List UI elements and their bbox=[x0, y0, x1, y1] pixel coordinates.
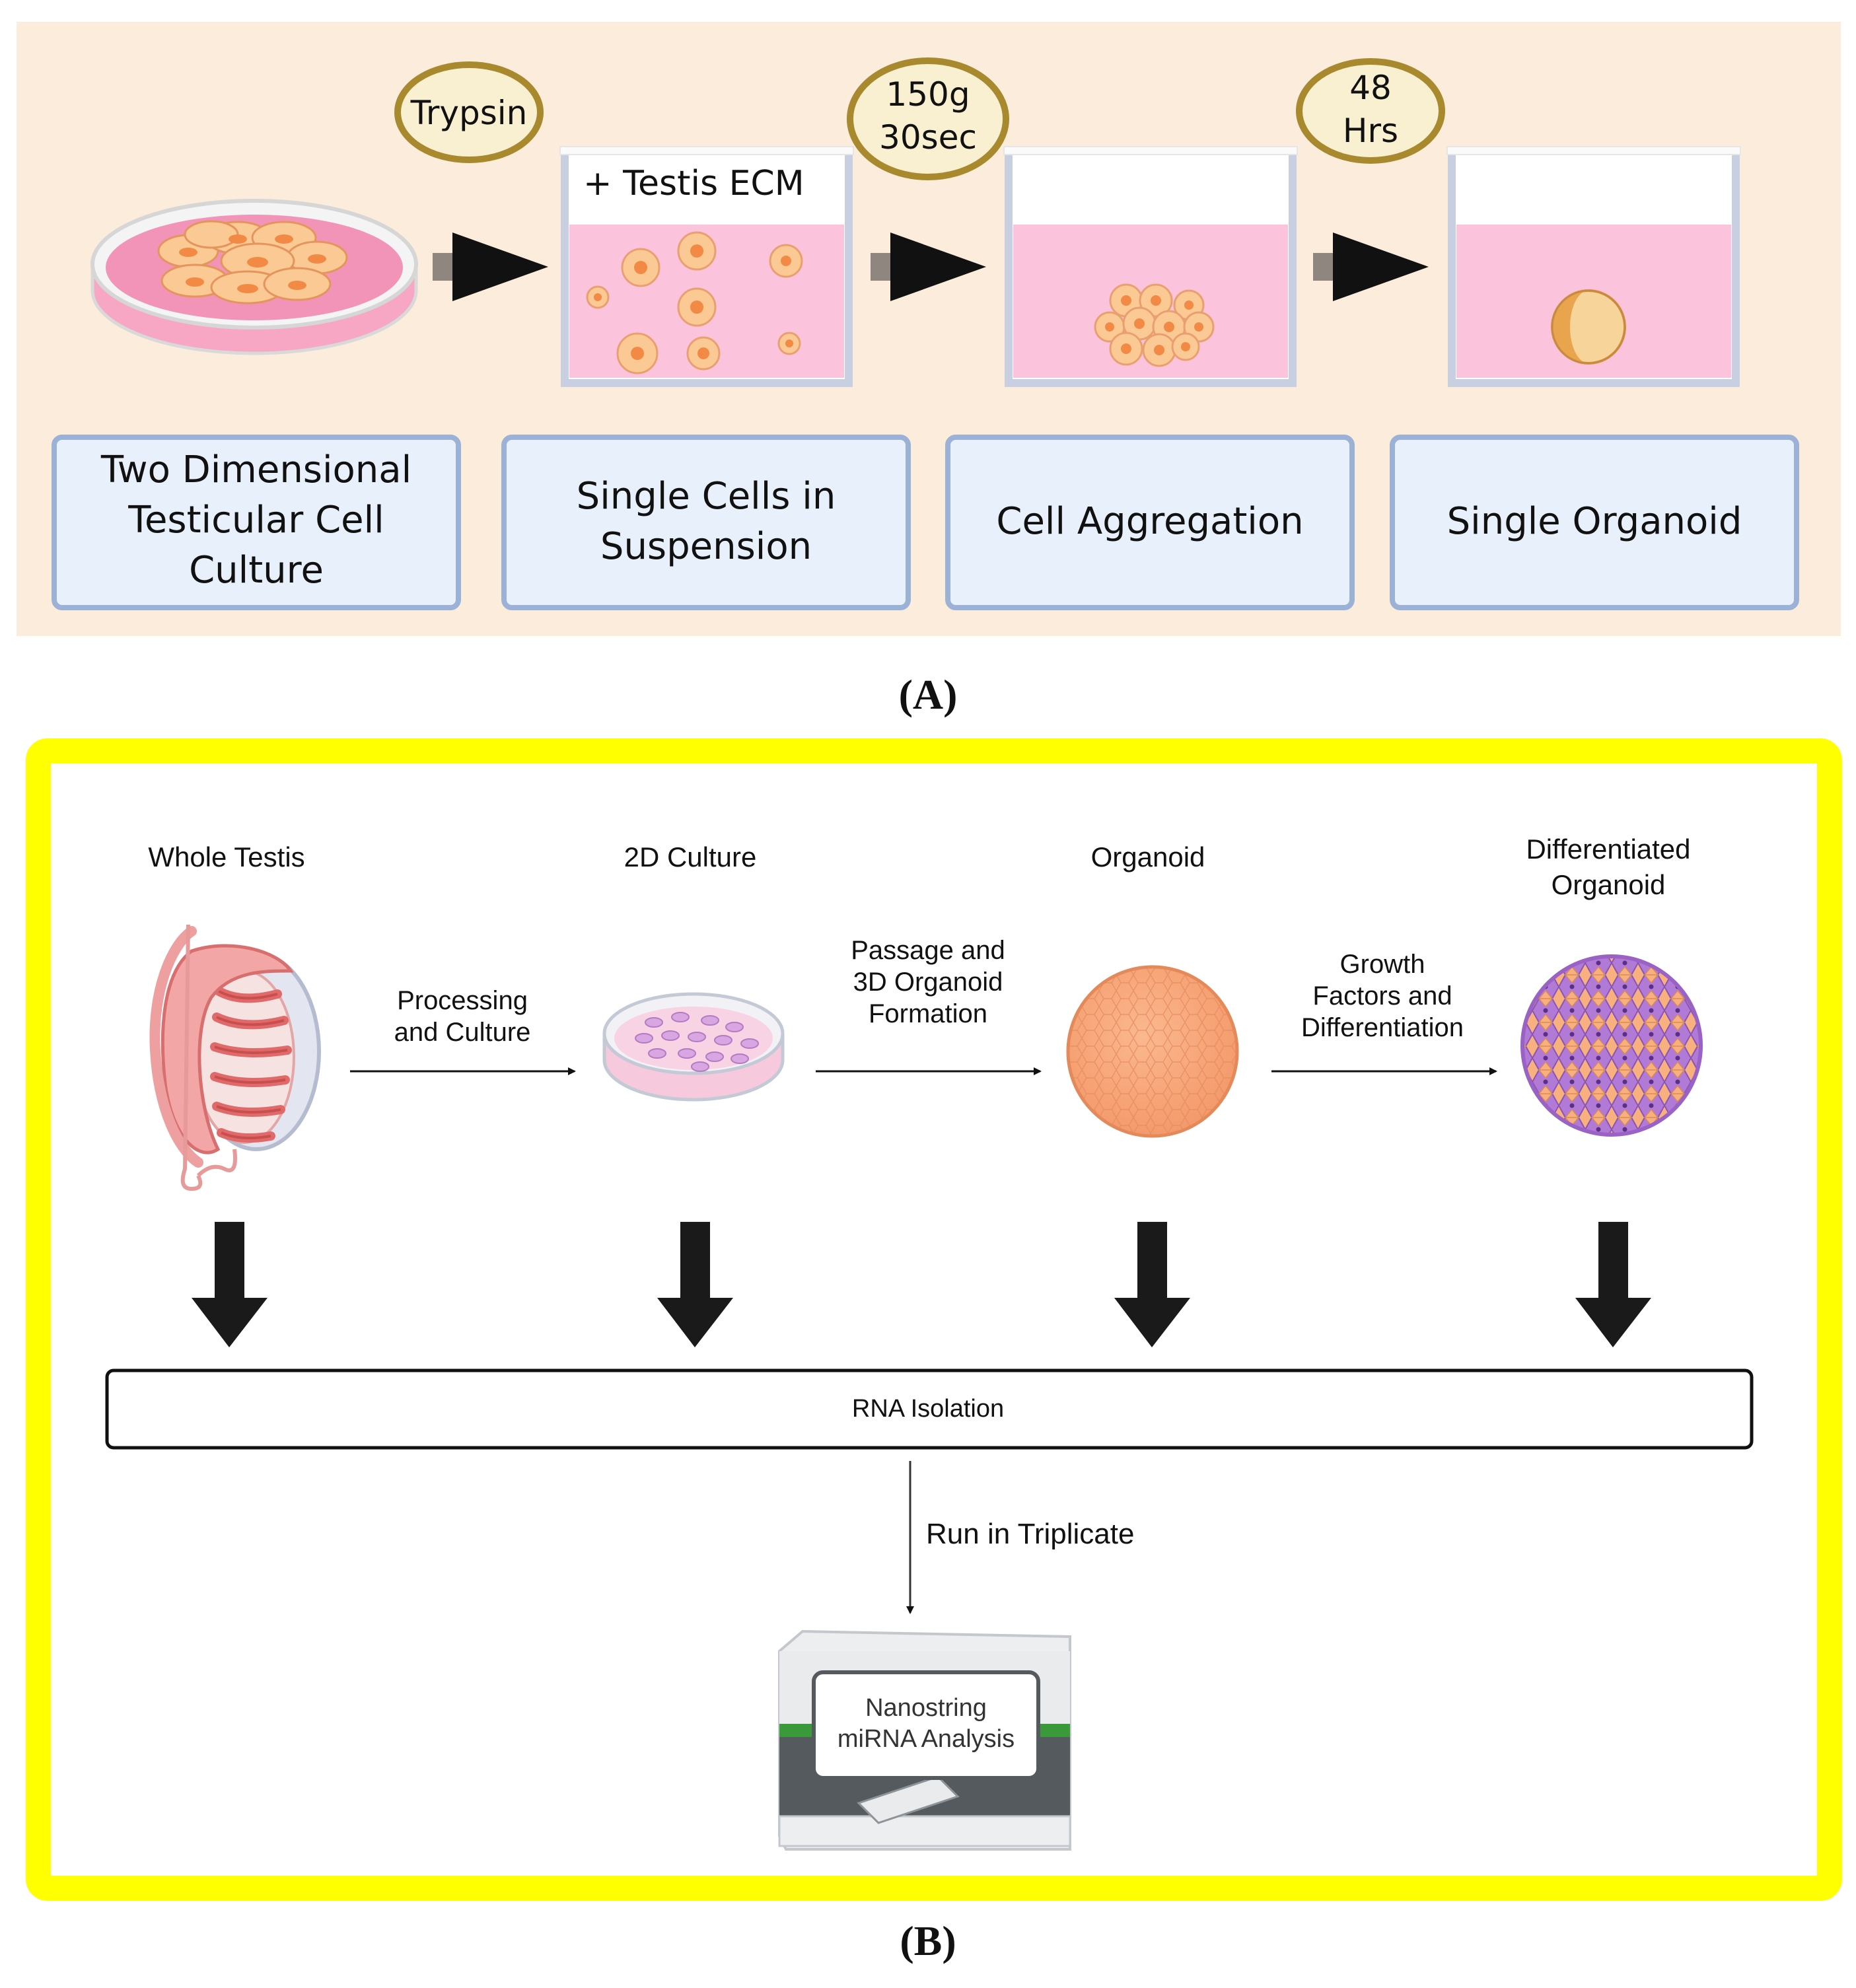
svg-text:3D Organoid: 3D Organoid bbox=[853, 968, 1003, 997]
transition-label-processing: Processing and Culture bbox=[394, 986, 531, 1047]
rna-isolation-label: RNA Isolation bbox=[852, 1395, 1004, 1423]
svg-text:Suspension: Suspension bbox=[600, 525, 812, 568]
rna-isolation-box bbox=[105, 1368, 1754, 1450]
petri-dish-2d-culture bbox=[90, 199, 418, 355]
beaker-label: + Testis ECM bbox=[583, 164, 804, 203]
panel-b-frame bbox=[26, 738, 1842, 1901]
beaker-cell-aggregation bbox=[1003, 146, 1298, 387]
badge-centrifuge: 150g 30sec bbox=[847, 57, 1009, 180]
stage-box-single-organoid: Single Organoid bbox=[1390, 435, 1799, 610]
stage-title-organoid: Organoid bbox=[1091, 841, 1205, 872]
svg-text:Culture: Culture bbox=[189, 549, 324, 592]
svg-text:48: 48 bbox=[1349, 69, 1392, 107]
differentiated-organoid-illustration bbox=[1520, 954, 1703, 1137]
down-arrow-3 bbox=[1114, 1222, 1190, 1347]
culture-dish-illustration bbox=[602, 992, 785, 1102]
svg-text:150g: 150g bbox=[886, 75, 970, 114]
down-arrow-1 bbox=[192, 1222, 268, 1347]
stage-title-2d-culture: 2D Culture bbox=[624, 841, 757, 872]
stage-title-differentiated-line2: Organoid bbox=[1552, 869, 1666, 900]
arrow-step-1 bbox=[433, 232, 548, 301]
svg-text:Single Cells in: Single Cells in bbox=[577, 475, 836, 518]
run-label: Run in Triplicate bbox=[926, 1518, 1134, 1550]
down-arrow-4 bbox=[1575, 1222, 1651, 1347]
panel-a-label: (A) bbox=[899, 671, 958, 718]
stage-box-single-cells: Single Cells in Suspension bbox=[501, 435, 911, 610]
badge-trypsin: Trypsin bbox=[394, 61, 544, 163]
stage-title-whole-testis: Whole Testis bbox=[148, 841, 304, 872]
arrow-step-3 bbox=[1313, 232, 1429, 301]
down-arrow-2 bbox=[657, 1222, 733, 1347]
svg-text:Cell Aggregation: Cell Aggregation bbox=[996, 500, 1303, 543]
testis-illustration bbox=[149, 924, 321, 1191]
svg-text:miRNA Analysis: miRNA Analysis bbox=[838, 1725, 1015, 1753]
svg-text:Formation: Formation bbox=[869, 999, 987, 1028]
svg-text:Single Organoid: Single Organoid bbox=[1447, 500, 1742, 543]
svg-text:Factors and: Factors and bbox=[1312, 981, 1452, 1011]
nanostring-machine-illustration: Nanostring miRNA Analysis bbox=[778, 1629, 1071, 1851]
stage-title-differentiated-line1: Differentiated bbox=[1526, 834, 1690, 865]
svg-text:30sec: 30sec bbox=[879, 118, 977, 157]
svg-text:Trypsin: Trypsin bbox=[410, 94, 528, 132]
svg-text:Growth: Growth bbox=[1340, 950, 1425, 979]
arrow-step-2 bbox=[871, 232, 986, 301]
svg-text:Differentiation: Differentiation bbox=[1301, 1013, 1464, 1042]
svg-text:Nanostring: Nanostring bbox=[865, 1694, 987, 1722]
transition-label-passage: Passage and 3D Organoid Formation bbox=[851, 936, 1005, 1028]
svg-text:Two Dimensional: Two Dimensional bbox=[100, 448, 411, 491]
svg-text:Processing: Processing bbox=[397, 986, 528, 1015]
organoid-illustration bbox=[1066, 965, 1239, 1138]
svg-text:Testicular Cell: Testicular Cell bbox=[127, 499, 384, 542]
svg-text:Passage and: Passage and bbox=[851, 936, 1005, 965]
transition-label-differentiation: Growth Factors and Differentiation bbox=[1301, 950, 1464, 1042]
panel-b-label: (B) bbox=[900, 1917, 956, 1964]
stage-box-2d-culture: Two Dimensional Testicular Cell Culture bbox=[52, 435, 461, 610]
beaker-single-cells bbox=[559, 146, 854, 387]
badge-48-hrs: 48 Hrs bbox=[1296, 58, 1445, 164]
stage-box-cell-aggregation: Cell Aggregation bbox=[945, 435, 1355, 610]
beaker-single-organoid bbox=[1446, 146, 1741, 387]
svg-text:Hrs: Hrs bbox=[1343, 112, 1398, 150]
svg-text:and Culture: and Culture bbox=[394, 1018, 531, 1047]
